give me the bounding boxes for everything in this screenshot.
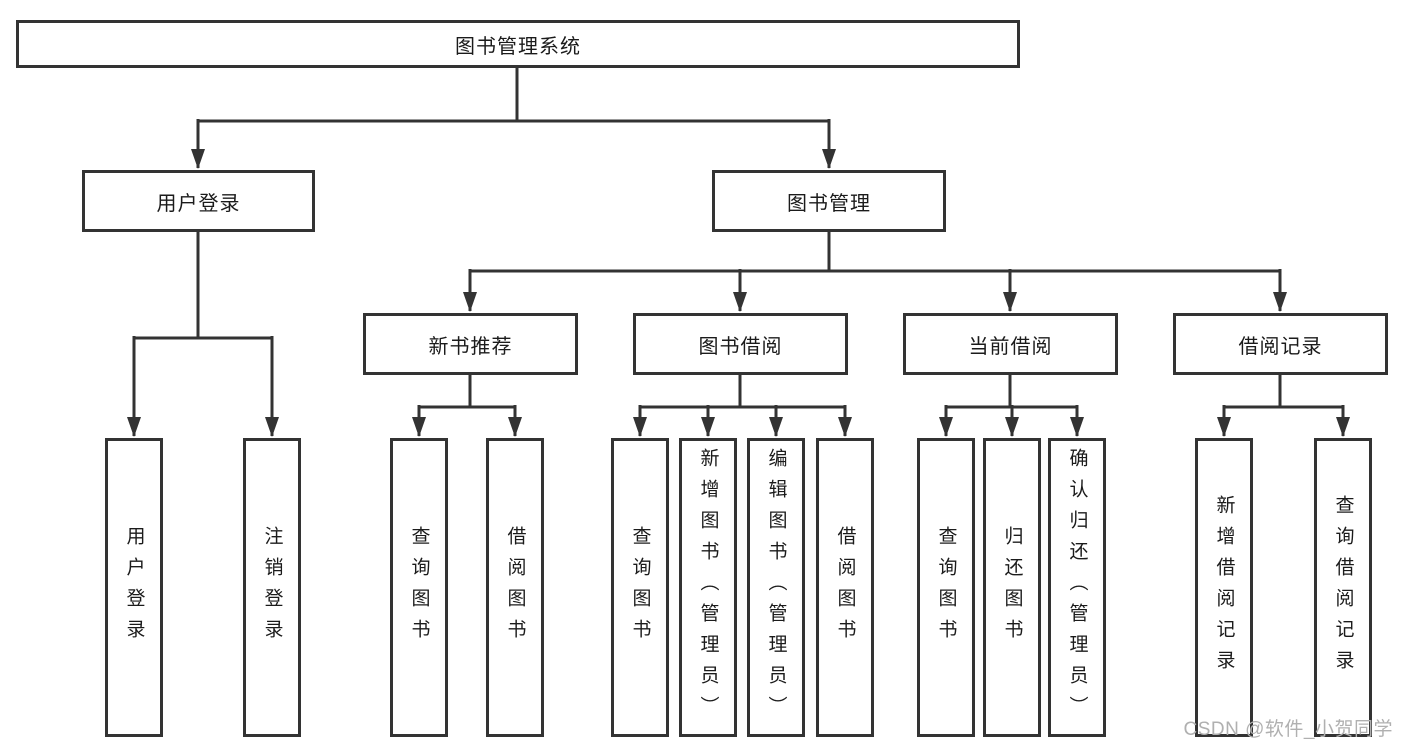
node-current-borrowing-label: 当前借阅 bbox=[968, 335, 1053, 358]
leaf-borrow-add-books-admin: 新增图书（管理员） bbox=[679, 438, 737, 737]
connector-book-management-children bbox=[463, 232, 1287, 312]
leaf-borrow-borrow-books: 借阅图书 bbox=[816, 438, 874, 737]
leaf-borrow-query-books: 查询图书 bbox=[611, 438, 669, 737]
leaf-borrow-edit-books-admin: 编辑图书（管理员） bbox=[747, 438, 805, 737]
node-book-borrowing: 图书借阅 bbox=[633, 313, 848, 375]
connector-current-borrowing-children bbox=[939, 375, 1084, 437]
leaf-records-add-record-label: 新增借阅记录 bbox=[1213, 494, 1235, 681]
leaf-user-login: 用户登录 bbox=[105, 438, 163, 737]
node-new-book-recommendation-label: 新书推荐 bbox=[428, 335, 513, 358]
leaf-records-query-record: 查询借阅记录 bbox=[1314, 438, 1372, 737]
csdn-watermark: CSDN @软件_小贺同学 bbox=[1183, 719, 1393, 740]
leaf-records-query-record-label: 查询借阅记录 bbox=[1332, 494, 1354, 681]
connector-borrowing-records-children bbox=[1217, 375, 1350, 437]
node-new-book-recommendation: 新书推荐 bbox=[363, 313, 578, 375]
connector-book-borrowing-children bbox=[633, 375, 852, 437]
leaf-logout-label: 注销登录 bbox=[261, 525, 283, 650]
leaf-user-login-label: 用户登录 bbox=[123, 525, 145, 650]
leaf-current-return-books-label: 归还图书 bbox=[1001, 525, 1023, 650]
node-book-borrowing-label: 图书借阅 bbox=[698, 335, 783, 358]
leaf-current-query-books-label: 查询图书 bbox=[935, 525, 957, 650]
node-borrowing-records: 借阅记录 bbox=[1173, 313, 1388, 375]
leaf-current-confirm-return-admin-label: 确认归还（管理员） bbox=[1066, 448, 1088, 727]
connector-root-to-level2 bbox=[191, 67, 836, 169]
node-user-login-label: 用户登录 bbox=[156, 192, 241, 215]
connector-user-login-children bbox=[127, 232, 279, 437]
leaf-current-confirm-return-admin: 确认归还（管理员） bbox=[1048, 438, 1106, 737]
leaf-records-add-record: 新增借阅记录 bbox=[1195, 438, 1253, 737]
node-root: 图书管理系统 bbox=[16, 20, 1020, 68]
node-book-management-label: 图书管理 bbox=[787, 192, 871, 215]
node-root-label: 图书管理系统 bbox=[455, 35, 581, 58]
leaf-borrow-add-books-admin-label: 新增图书（管理员） bbox=[697, 448, 719, 727]
leaf-recommend-query-books-label: 查询图书 bbox=[408, 525, 430, 650]
node-user-login: 用户登录 bbox=[82, 170, 315, 232]
connector-new-book-children bbox=[412, 375, 522, 437]
leaf-recommend-borrow-books: 借阅图书 bbox=[486, 438, 544, 737]
leaf-current-query-books: 查询图书 bbox=[917, 438, 975, 737]
leaf-recommend-borrow-books-label: 借阅图书 bbox=[504, 525, 526, 650]
leaf-borrow-borrow-books-label: 借阅图书 bbox=[834, 525, 856, 650]
leaf-recommend-query-books: 查询图书 bbox=[390, 438, 448, 737]
leaf-current-return-books: 归还图书 bbox=[983, 438, 1041, 737]
node-borrowing-records-label: 借阅记录 bbox=[1238, 335, 1323, 358]
node-book-management: 图书管理 bbox=[712, 170, 946, 232]
leaf-borrow-query-books-label: 查询图书 bbox=[629, 525, 651, 650]
node-current-borrowing: 当前借阅 bbox=[903, 313, 1118, 375]
leaf-borrow-edit-books-admin-label: 编辑图书（管理员） bbox=[765, 448, 787, 727]
leaf-logout: 注销登录 bbox=[243, 438, 301, 737]
